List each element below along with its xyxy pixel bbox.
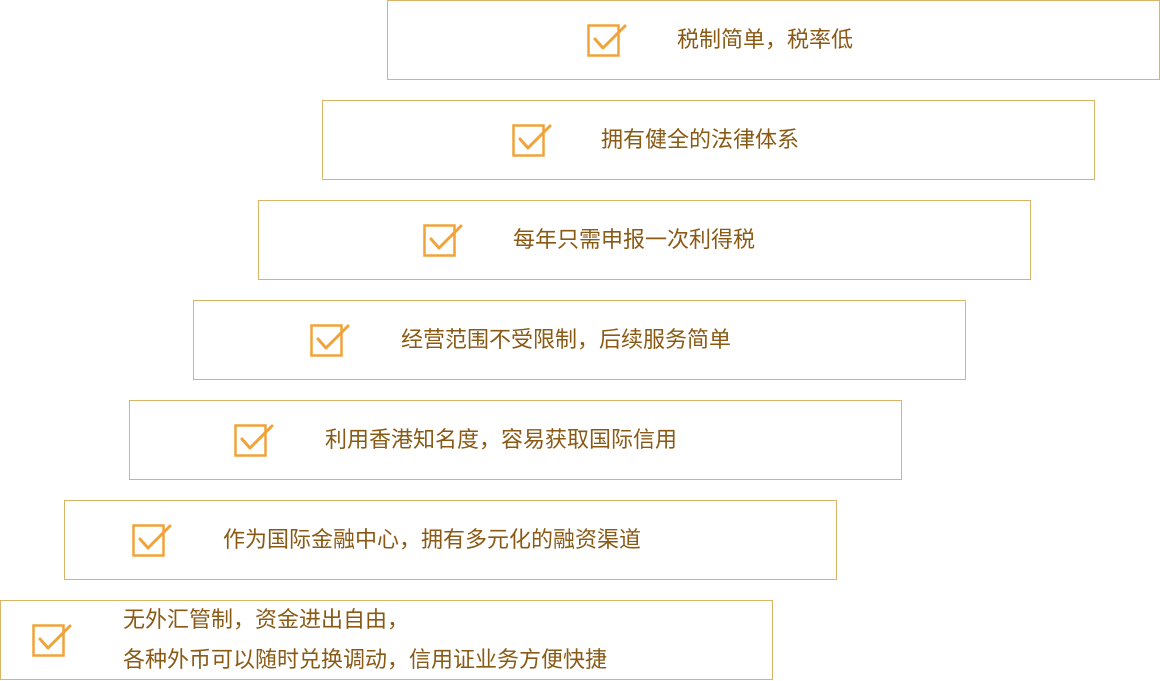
feature-label: 作为国际金融中心，拥有多元化的融资渠道 (223, 528, 642, 553)
feature-label: 经营范围不受限制，后续服务简单 (401, 328, 732, 353)
checkbox-checked-icon (32, 623, 72, 657)
feature-label: 每年只需申报一次利得税 (513, 228, 756, 253)
checkbox-checked-icon (512, 123, 552, 157)
feature-card-2: 拥有健全的法律体系 (322, 100, 1095, 180)
feature-card-7: 无外汇管制，资金进出自由， 各种外币可以随时兑换调动，信用证业务方便快捷 (0, 600, 773, 680)
feature-card-1: 税制简单，税率低 (387, 0, 1160, 80)
feature-label: 利用香港知名度，容易获取国际信用 (325, 428, 678, 453)
feature-label-line-1: 无外汇管制，资金进出自由， (123, 608, 410, 633)
checkbox-checked-icon (423, 223, 463, 257)
checkbox-checked-icon (310, 323, 350, 357)
checkbox-checked-icon (587, 23, 627, 57)
checkbox-checked-icon (234, 423, 274, 457)
feature-label: 拥有健全的法律体系 (601, 128, 800, 153)
feature-card-3: 每年只需申报一次利得税 (258, 200, 1031, 280)
feature-card-5: 利用香港知名度，容易获取国际信用 (129, 400, 902, 480)
feature-label: 税制简单，税率低 (677, 28, 854, 53)
feature-label-line-2: 各种外币可以随时兑换调动，信用证业务方便快捷 (123, 648, 608, 673)
checkbox-checked-icon (132, 523, 172, 557)
feature-card-4: 经营范围不受限制，后续服务简单 (193, 300, 966, 380)
feature-card-6: 作为国际金融中心，拥有多元化的融资渠道 (64, 500, 837, 580)
